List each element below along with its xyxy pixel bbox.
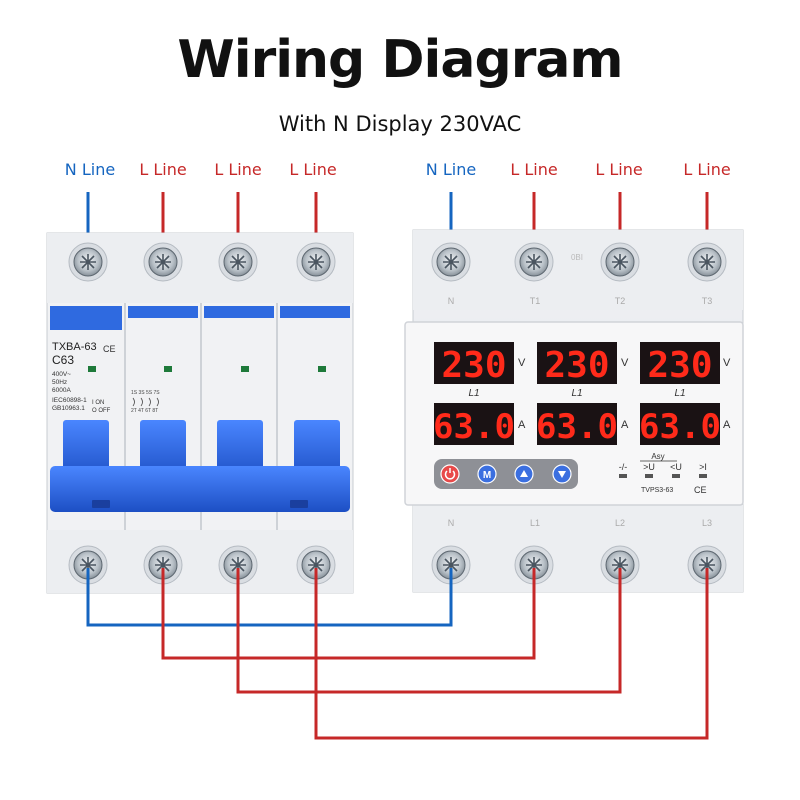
l1-output-wire [161,568,536,660]
protector-bottom-terminal-n: N [448,518,455,528]
voltage-reading-3: 230 [647,345,712,386]
protector-n-line-label: N Line [425,160,477,179]
breaker-handle-bar [50,466,350,512]
current-reading-2: 63.0 [536,407,618,447]
breaker-toggle-2 [140,420,186,480]
protector-button-panel [434,459,578,489]
protector-center-mark: 0BI [571,253,583,262]
voltage-reading-1: 230 [441,345,506,386]
l2-output-wire [236,568,622,694]
breaker-off-text: O OFF [92,408,111,414]
terminal-screw-10 [143,545,183,585]
terminal-screw-2 [143,242,183,282]
up-icon [520,470,528,477]
terminal-screw-6 [514,242,554,282]
neutral-output-wire [86,568,453,627]
terminal-screw-15 [600,545,640,585]
breaker-ce-text: CE [103,344,116,354]
diagram-subtitle: With N Display 230VAC [278,112,522,136]
protector-l3-line-label: L Line [683,160,731,179]
terminal-screw-7 [600,242,640,282]
terminal-screw-16 [687,545,727,585]
terminal-screw-8 [687,242,727,282]
diagram-title: Wiring Diagram [177,30,623,90]
protector-top-terminal-t2: T2 [615,296,626,306]
display-current-2 [537,403,617,445]
terminal-screw-14 [514,545,554,585]
breaker-l1-line-label: L Line [139,160,187,179]
voltage-unit-2: V [621,357,629,369]
terminal-screw-12 [296,545,336,585]
terminal-screw-11 [218,545,258,585]
indicator-label-2: >U [643,462,655,472]
terminal-screw-3 [218,242,258,282]
protector-ce-text: CE [694,485,707,495]
current-unit-1: A [518,419,526,431]
breaker-toggle-3 [217,420,263,480]
mode-button [477,464,497,484]
voltage-unit-1: V [518,357,526,369]
protector-l2-line-label: L Line [595,160,643,179]
voltage-reading-2: 230 [544,345,609,386]
circuit-breaker: TXBA-63 C63 CE 400V~ 50Hz 6000A IEC60898… [46,232,354,594]
phase-label-3: L1 [674,388,685,399]
protector-bottom-terminal-l3: L3 [702,518,712,528]
breaker-bottom-numbers-text: 2T 4T 6T 8T [131,408,158,414]
breaker-on-text: I ON [92,400,104,406]
protector-top-terminal-t1: T1 [530,296,541,306]
breaker-rating-text: C63 [52,353,74,367]
phase-label-2: L1 [571,388,582,399]
display-current-1 [434,403,514,445]
breaker-top-numbers-text: 1S 3S 5S 7S [131,390,160,396]
breaker-toggle-4 [294,420,340,480]
display-current-3 [640,403,720,445]
output-wiring [86,568,709,740]
breaker-l3-line-label: L Line [289,160,337,179]
protector-bottom-terminal-l1: L1 [530,518,540,528]
protector-bottom-terminal-l2: L2 [615,518,625,528]
voltage-unit-3: V [723,357,731,369]
terminal-screw-9 [68,545,108,585]
breaker-capacity-text: 6000A [52,387,71,394]
current-reading-1: 63.0 [433,407,515,447]
phase-label-1: L1 [468,388,479,399]
protector-l1-line-label: L Line [510,160,558,179]
down-icon [558,471,566,478]
current-unit-3: A [723,419,731,431]
terminal-screw-5 [431,242,471,282]
protector-top-terminal-t3: T3 [702,296,713,306]
indicator-label-3: <U [670,462,682,472]
breaker-frequency-text: 50Hz [52,379,67,386]
mode-button-label: M [483,470,491,481]
indicator-label-1: -/- [619,462,628,472]
display-voltage-3 [640,342,720,384]
voltage-protector: N T1 T2 T3 0BI N L1 L2 L3 230 230 230 V … [404,229,744,593]
breaker-model-text: TXBA-63 [52,341,97,353]
breaker-standard1-text: IEC60898-1 [52,397,87,404]
protector-model-text: TVPS3-63 [641,487,673,494]
l3-output-wire [314,568,709,740]
display-voltage-2 [537,342,617,384]
breaker-standard2-text: GB10963.1 [52,405,85,412]
terminal-screws [68,242,727,585]
breaker-l2-line-label: L Line [214,160,262,179]
power-icon [444,468,456,480]
breaker-voltage-text: 400V~ [52,371,71,378]
protector-top-terminal-n: N [448,296,455,306]
terminal-screw-1 [68,242,108,282]
current-reading-3: 63.0 [639,407,721,447]
indicator-label-4: >I [699,462,707,472]
breaker-brand-strip [50,306,122,330]
indicator-header: Asy [651,452,664,461]
breaker-n-line-label: N Line [64,160,116,179]
terminal-screw-4 [296,242,336,282]
current-unit-2: A [621,419,629,431]
display-voltage-1 [434,342,514,384]
power-button [440,464,460,484]
breaker-toggle-1 [63,420,109,480]
